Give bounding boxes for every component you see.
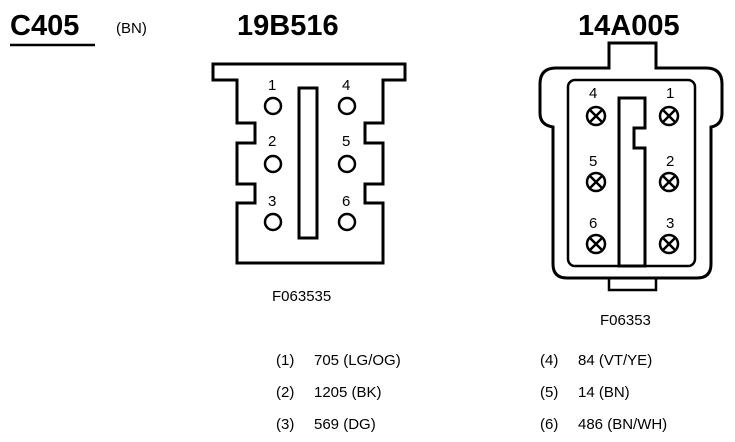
connector-color: (BN)	[116, 20, 147, 37]
legend-circuit: 705 (LG/OG)	[314, 352, 401, 369]
right-pin-label: 5	[589, 153, 597, 170]
pin-x-mark-icon	[589, 175, 603, 189]
legend-pin: (4)	[540, 352, 558, 369]
left-pin-4: 4	[337, 77, 357, 116]
legend-circuit: 84 (VT/YE)	[578, 352, 652, 369]
pin-x-mark-icon	[662, 175, 676, 189]
left-pin-label: 3	[268, 193, 276, 210]
legend-pin: (2)	[276, 384, 294, 401]
legend-row: (3) 569 (DG)	[276, 416, 376, 433]
right-pin-label: 2	[666, 153, 674, 170]
left-pin-2: 2	[263, 133, 283, 174]
legend-circuit: 569 (DG)	[314, 416, 376, 433]
left-pin-label: 4	[342, 77, 350, 94]
connector-id: C405	[10, 10, 79, 42]
pin-x-mark-icon	[589, 109, 603, 123]
right-pin-5: 5	[585, 153, 607, 193]
right-pin-label: 3	[666, 215, 674, 232]
right-connector-latch-bottom	[607, 278, 658, 292]
right-figure-id: F06353	[600, 312, 651, 329]
left-part-number: 19B516	[237, 10, 339, 42]
right-pin-4: 4	[585, 85, 607, 127]
left-pin-label: 1	[268, 77, 276, 94]
legend-pin: (3)	[276, 416, 294, 433]
right-pin-label: 6	[589, 215, 597, 232]
legend-row: (4) 84 (VT/YE)	[540, 352, 652, 369]
left-pin-label: 2	[268, 133, 276, 150]
left-pin-5: 5	[337, 133, 357, 174]
legend-circuit: 14 (BN)	[578, 384, 630, 401]
right-pin-2: 2	[658, 153, 680, 193]
right-pin-1: 1	[658, 85, 680, 127]
right-part-number: 14A005	[578, 10, 680, 42]
right-pin-6: 6	[585, 215, 607, 255]
right-pin-label: 4	[589, 85, 597, 102]
pin-terminal	[337, 154, 357, 174]
left-pin-3: 3	[263, 193, 283, 232]
right-connector-key-slot	[617, 96, 647, 268]
pin-terminal	[337, 96, 357, 116]
right-pin-3: 3	[658, 215, 680, 255]
pin-x-mark-icon	[589, 237, 603, 251]
legend-pin: (5)	[540, 384, 558, 401]
left-figure-id: F063535	[272, 288, 331, 305]
right-connector-outer-housing	[538, 41, 724, 280]
pin-terminal	[263, 154, 283, 174]
legend-row: (1) 705 (LG/OG)	[276, 352, 401, 369]
pinout-legend: (1) 705 (LG/OG) (2) 1205 (BK) (3) 569 (D…	[276, 352, 667, 433]
left-connector-key-slot	[297, 86, 319, 240]
legend-row: (2) 1205 (BK)	[276, 384, 382, 401]
pin-terminal	[263, 96, 283, 116]
left-pin-label: 6	[342, 193, 350, 210]
legend-pin: (6)	[540, 416, 558, 433]
pin-terminal	[337, 212, 357, 232]
left-pin-1: 1	[263, 77, 283, 116]
legend-row: (5) 14 (BN)	[540, 384, 630, 401]
left-pin-label: 5	[342, 133, 350, 150]
right-pin-label: 1	[666, 85, 674, 102]
pin-x-mark-icon	[662, 109, 676, 123]
left-connector-housing	[211, 62, 407, 265]
legend-circuit: 1205 (BK)	[314, 384, 382, 401]
left-pin-6: 6	[337, 193, 357, 232]
pin-x-mark-icon	[662, 237, 676, 251]
legend-circuit: 486 (BN/WH)	[578, 416, 667, 433]
pin-terminal	[263, 212, 283, 232]
legend-pin: (1)	[276, 352, 294, 369]
legend-row: (6) 486 (BN/WH)	[540, 416, 667, 433]
